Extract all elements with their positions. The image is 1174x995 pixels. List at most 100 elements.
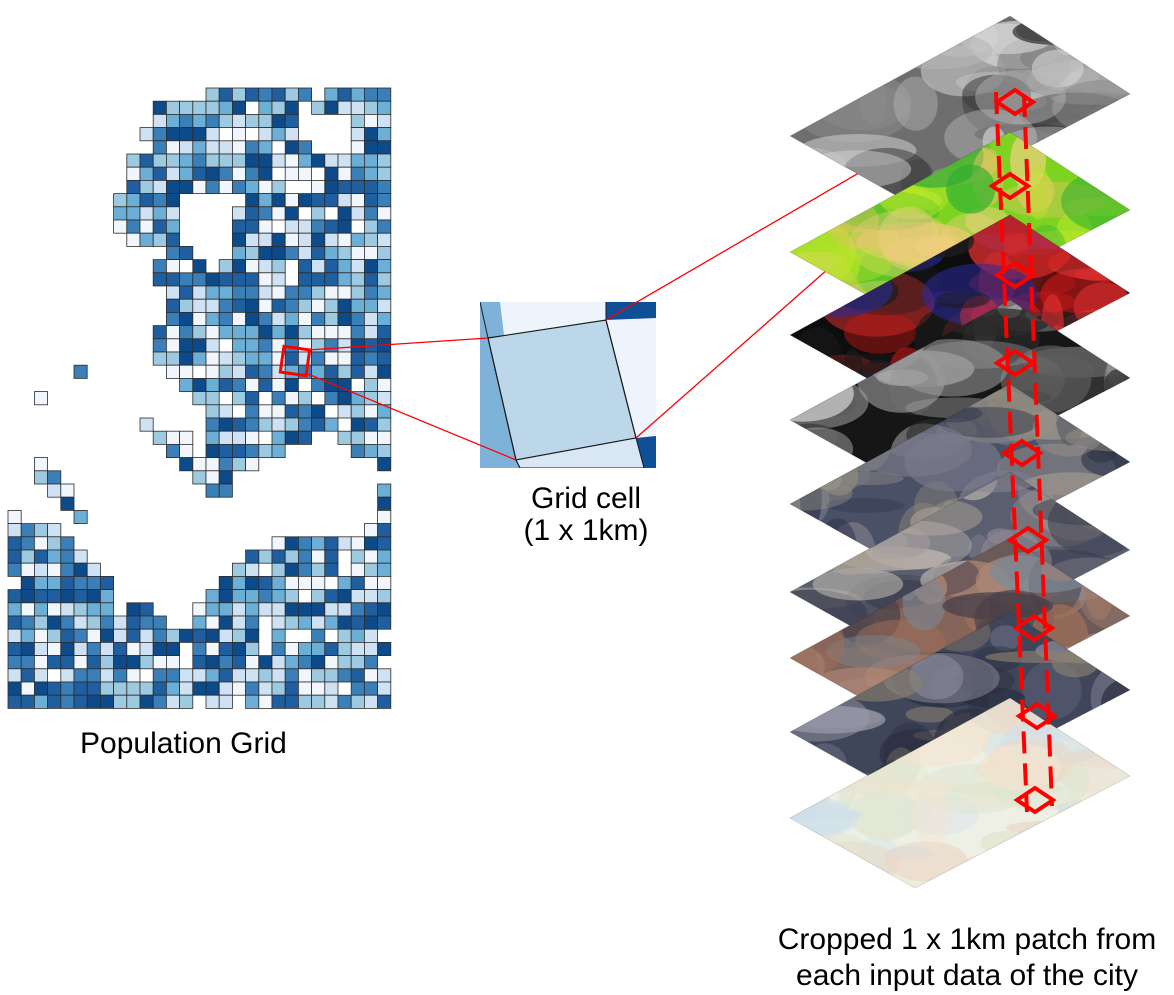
grid-cell <box>205 179 220 194</box>
grid-cell <box>231 153 246 168</box>
grid-cell <box>311 602 326 617</box>
grid-cell <box>297 602 312 617</box>
grid-cell <box>60 496 75 511</box>
grid-cell <box>363 668 378 683</box>
grid-cell <box>297 325 312 340</box>
grid-cell <box>363 642 378 657</box>
grid-cell <box>350 681 365 696</box>
grid-cell <box>258 100 273 115</box>
grid-cell <box>377 668 392 683</box>
grid-cell <box>363 404 378 419</box>
grid-cell <box>350 536 365 551</box>
grid-cell <box>7 562 22 577</box>
grid-cell <box>284 325 299 340</box>
grid-cell <box>337 642 352 657</box>
grid-cell <box>284 642 299 657</box>
grid-cell <box>311 536 326 551</box>
grid-cell <box>231 589 246 604</box>
grid-cell <box>363 364 378 379</box>
grid-cell <box>350 311 365 326</box>
grid-cell <box>324 602 339 617</box>
grid-cell <box>245 576 260 591</box>
grid-cell <box>60 628 75 643</box>
grid-cell <box>297 694 312 709</box>
grid-cell <box>377 457 392 472</box>
grid-cell <box>297 404 312 419</box>
grid-cell <box>20 602 35 617</box>
grid-cell <box>165 127 180 142</box>
grid-cell <box>192 166 207 181</box>
grid-cell <box>179 114 194 129</box>
grid-cell <box>113 219 128 234</box>
grid-cell <box>34 549 49 564</box>
grid-cell <box>363 232 378 247</box>
grid-cell <box>271 430 286 445</box>
grid-cell <box>179 166 194 181</box>
grid-cell <box>218 417 233 432</box>
grid-cell <box>311 615 326 630</box>
grid-cell <box>363 87 378 102</box>
grid-cell <box>218 470 233 485</box>
grid-cell <box>126 193 141 208</box>
grid-cell <box>337 391 352 406</box>
grid-cell <box>271 232 286 247</box>
grid-cell <box>139 206 154 221</box>
grid-cell <box>350 338 365 353</box>
grid-cell-caption: Grid cell (1 x 1km) <box>486 483 686 547</box>
grid-cell <box>350 166 365 181</box>
grid-cell <box>34 536 49 551</box>
grid-cell <box>311 100 326 115</box>
grid-cell <box>152 681 167 696</box>
grid-cell <box>297 298 312 313</box>
grid-cell <box>377 311 392 326</box>
grid-cell <box>377 127 392 142</box>
grid-cell <box>60 602 75 617</box>
grid-cell <box>165 166 180 181</box>
grid-cell <box>337 655 352 670</box>
grid-cell <box>311 272 326 287</box>
grid-cell <box>152 272 167 287</box>
grid-cell <box>324 668 339 683</box>
grid-cell <box>245 338 260 353</box>
grid-cell <box>271 127 286 142</box>
grid-cell <box>231 140 246 155</box>
grid-cell <box>7 536 22 551</box>
grid-cell <box>271 272 286 287</box>
grid-cell <box>165 628 180 643</box>
grid-cell <box>258 404 273 419</box>
grid-cell <box>377 642 392 657</box>
grid-cell <box>113 628 128 643</box>
grid-cell <box>271 285 286 300</box>
grid-cell <box>47 470 62 485</box>
grid-cell <box>324 298 339 313</box>
grid-cell <box>337 325 352 340</box>
grid-cell <box>86 589 101 604</box>
grid-cell <box>271 311 286 326</box>
grid-cell <box>324 325 339 340</box>
grid-cell <box>179 364 194 379</box>
grid-cell <box>231 285 246 300</box>
grid-cell <box>179 272 194 287</box>
grid-cell <box>271 404 286 419</box>
grid-cell <box>350 114 365 129</box>
grid-cell <box>324 615 339 630</box>
grid-cell <box>350 655 365 670</box>
grid-cell <box>139 179 154 194</box>
grid-cell <box>192 628 207 643</box>
grid-cell <box>47 655 62 670</box>
grid-cell <box>218 694 233 709</box>
grid-cell <box>126 642 141 657</box>
grid-cell <box>363 443 378 458</box>
grid-cell <box>363 589 378 604</box>
grid-cell-zoom-view <box>480 302 656 468</box>
grid-cell <box>152 668 167 683</box>
grid-cell <box>363 562 378 577</box>
grid-cell <box>363 219 378 234</box>
grid-cell <box>231 87 246 102</box>
grid-cell <box>165 443 180 458</box>
grid-cell <box>7 694 22 709</box>
grid-cell <box>363 325 378 340</box>
grid-cell <box>126 153 141 168</box>
patch-caption-line-1: Cropped 1 x 1km patch from <box>777 923 1157 956</box>
grid-cell <box>311 404 326 419</box>
